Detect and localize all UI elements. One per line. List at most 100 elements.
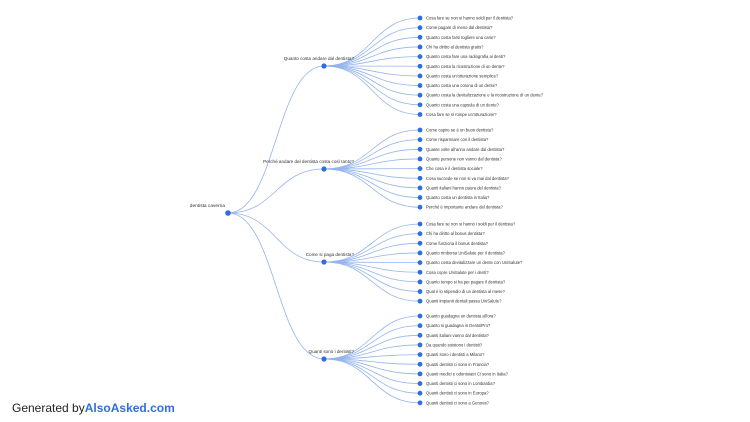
branch-node[interactable]: [321, 356, 327, 362]
question-label: Quanto costa un dentista in Italia?: [426, 195, 490, 200]
question-node[interactable]: [417, 289, 423, 294]
question-label: Che cosa è il dentista sociale?: [426, 166, 483, 171]
question-node[interactable]: [417, 25, 423, 31]
branch-label: Come si paga dentista?: [306, 252, 355, 257]
question-node[interactable]: [417, 332, 423, 338]
question-node[interactable]: [417, 298, 423, 304]
question-label: Cosa fare se non si hanno soldi per il d…: [426, 16, 514, 21]
branch-node[interactable]: [321, 166, 327, 172]
question-label: Quanto si guadagna in DentalPro?: [426, 323, 491, 328]
question-label: Quanto costa un'otturazione semplice?: [426, 73, 499, 78]
question-label: Come risparmiare con il dentista?: [426, 137, 489, 142]
question-node[interactable]: [417, 175, 423, 181]
branch-leaf-link: [323, 358, 421, 404]
question-label: Quanto costa la devitalizzazione e la ri…: [426, 93, 544, 98]
question-node[interactable]: [417, 146, 423, 152]
question-label: Quanti dentisti ci sono in Francia?: [426, 362, 490, 367]
question-node[interactable]: [417, 260, 423, 265]
question-node[interactable]: [417, 63, 423, 69]
question-node[interactable]: [417, 34, 423, 40]
question-label: Quante persone non vanno dal dentista?: [426, 156, 502, 161]
question-label: Quanti dentisti ci sono in Europa?: [426, 391, 489, 396]
question-label: Quante volte all'anno andare dal dentist…: [426, 147, 505, 152]
question-label: Quanti impianti dentali passa UniSalute?: [426, 299, 502, 304]
branch-leaf-link: [323, 334, 421, 360]
question-node[interactable]: [417, 137, 423, 143]
branch-leaf-link: [323, 139, 421, 170]
question-label: Come funziona il bonus dentista?: [426, 241, 489, 246]
question-label: Quanti dentisti ci sono a Genova?: [426, 400, 490, 405]
question-node[interactable]: [417, 102, 423, 108]
question-node[interactable]: [417, 371, 423, 377]
brand-link[interactable]: AlsoAsked.com: [84, 401, 175, 415]
question-node[interactable]: [417, 279, 423, 285]
question-node[interactable]: [417, 221, 423, 227]
generated-by-footer: Generated byAlsoAsked.com: [12, 401, 175, 415]
branch-node[interactable]: [321, 259, 327, 265]
question-label: Cosa fare se si rompe un'otturazione?: [426, 112, 497, 117]
question-label: Cosa succede se non si va mai dal dentis…: [426, 176, 510, 181]
root-branch-link: [227, 212, 325, 263]
question-label: Chi ha diritto al bonus dentista?: [426, 231, 485, 236]
question-node[interactable]: [417, 400, 423, 406]
question-node[interactable]: [417, 127, 423, 133]
question-label: Quanto rimborsa UniSalute per il dentist…: [426, 250, 506, 255]
branch-leaf-link: [323, 36, 421, 67]
question-label: Quanto costa farsi togliere una carie?: [426, 35, 496, 40]
question-label: Chi ha diritto al dentista gratis?: [426, 44, 484, 49]
branch-node[interactable]: [321, 63, 327, 69]
branch-leaf-link: [323, 168, 421, 189]
question-label: Come pagare di meno dal dentista?: [426, 25, 493, 30]
question-node[interactable]: [417, 54, 423, 59]
question-node[interactable]: [417, 381, 423, 386]
question-label: Quanto costa una capsula di un dente?: [426, 102, 500, 107]
question-label: Cosa fare se non si hanno i soldi per il…: [426, 222, 516, 227]
question-node[interactable]: [417, 166, 423, 172]
branch-leaf-link: [323, 65, 421, 115]
question-node[interactable]: [417, 92, 423, 98]
branch-leaf-link: [323, 65, 421, 96]
question-node[interactable]: [417, 73, 423, 79]
question-label: Quanti medici e odontoiatri Ci sono in I…: [426, 371, 509, 376]
branch-leaf-link: [323, 168, 421, 208]
question-node[interactable]: [417, 112, 423, 117]
branch-leaf-link: [323, 325, 421, 360]
question-node[interactable]: [417, 15, 423, 21]
question-node[interactable]: [417, 204, 423, 210]
branch-leaf-link: [323, 261, 421, 302]
question-label: Quanti dentisti ci sono in Lombardia?: [426, 381, 496, 386]
question-node[interactable]: [417, 231, 423, 237]
question-node[interactable]: [417, 352, 423, 357]
question-node[interactable]: [417, 269, 423, 275]
question-node[interactable]: [417, 342, 423, 348]
question-node[interactable]: [417, 313, 423, 319]
branch-label: Quanto costa andare dal dentista?: [284, 56, 355, 61]
question-label: Quanto costa la ricostruzione di un dent…: [426, 64, 505, 69]
branch-leaf-link: [323, 129, 421, 170]
question-node[interactable]: [417, 361, 423, 367]
question-node[interactable]: [417, 195, 423, 200]
question-label: Come capire se è un buon dentista?: [426, 128, 494, 133]
branch-leaf-link: [323, 17, 421, 67]
question-label: Quanto costa una corona di un dente?: [426, 83, 498, 88]
question-node[interactable]: [417, 250, 423, 256]
branch-leaf-link: [323, 315, 421, 360]
root-branch-link: [227, 65, 325, 214]
question-node[interactable]: [417, 323, 423, 329]
question-label: Quanto tempo si ha per pagare il dentist…: [426, 279, 506, 284]
question-label: Quanti sono i dentisti a Milano?: [426, 352, 485, 357]
question-label: Qual è lo stipendio di un dentista al me…: [426, 289, 506, 294]
question-node[interactable]: [417, 156, 423, 162]
question-node[interactable]: [417, 185, 423, 191]
question-node[interactable]: [417, 83, 423, 88]
question-node[interactable]: [417, 44, 423, 50]
footer-prefix: Generated by: [12, 401, 85, 415]
question-label: Perché è importante andare dal dentista?: [426, 205, 503, 210]
question-node[interactable]: [417, 390, 423, 396]
question-label: Cosa copre UniSalute per i denti?: [426, 270, 489, 275]
branch-leaf-link: [323, 261, 421, 292]
question-node[interactable]: [417, 240, 423, 246]
branch-leaf-link: [323, 223, 421, 263]
root-node[interactable]: [225, 210, 231, 216]
